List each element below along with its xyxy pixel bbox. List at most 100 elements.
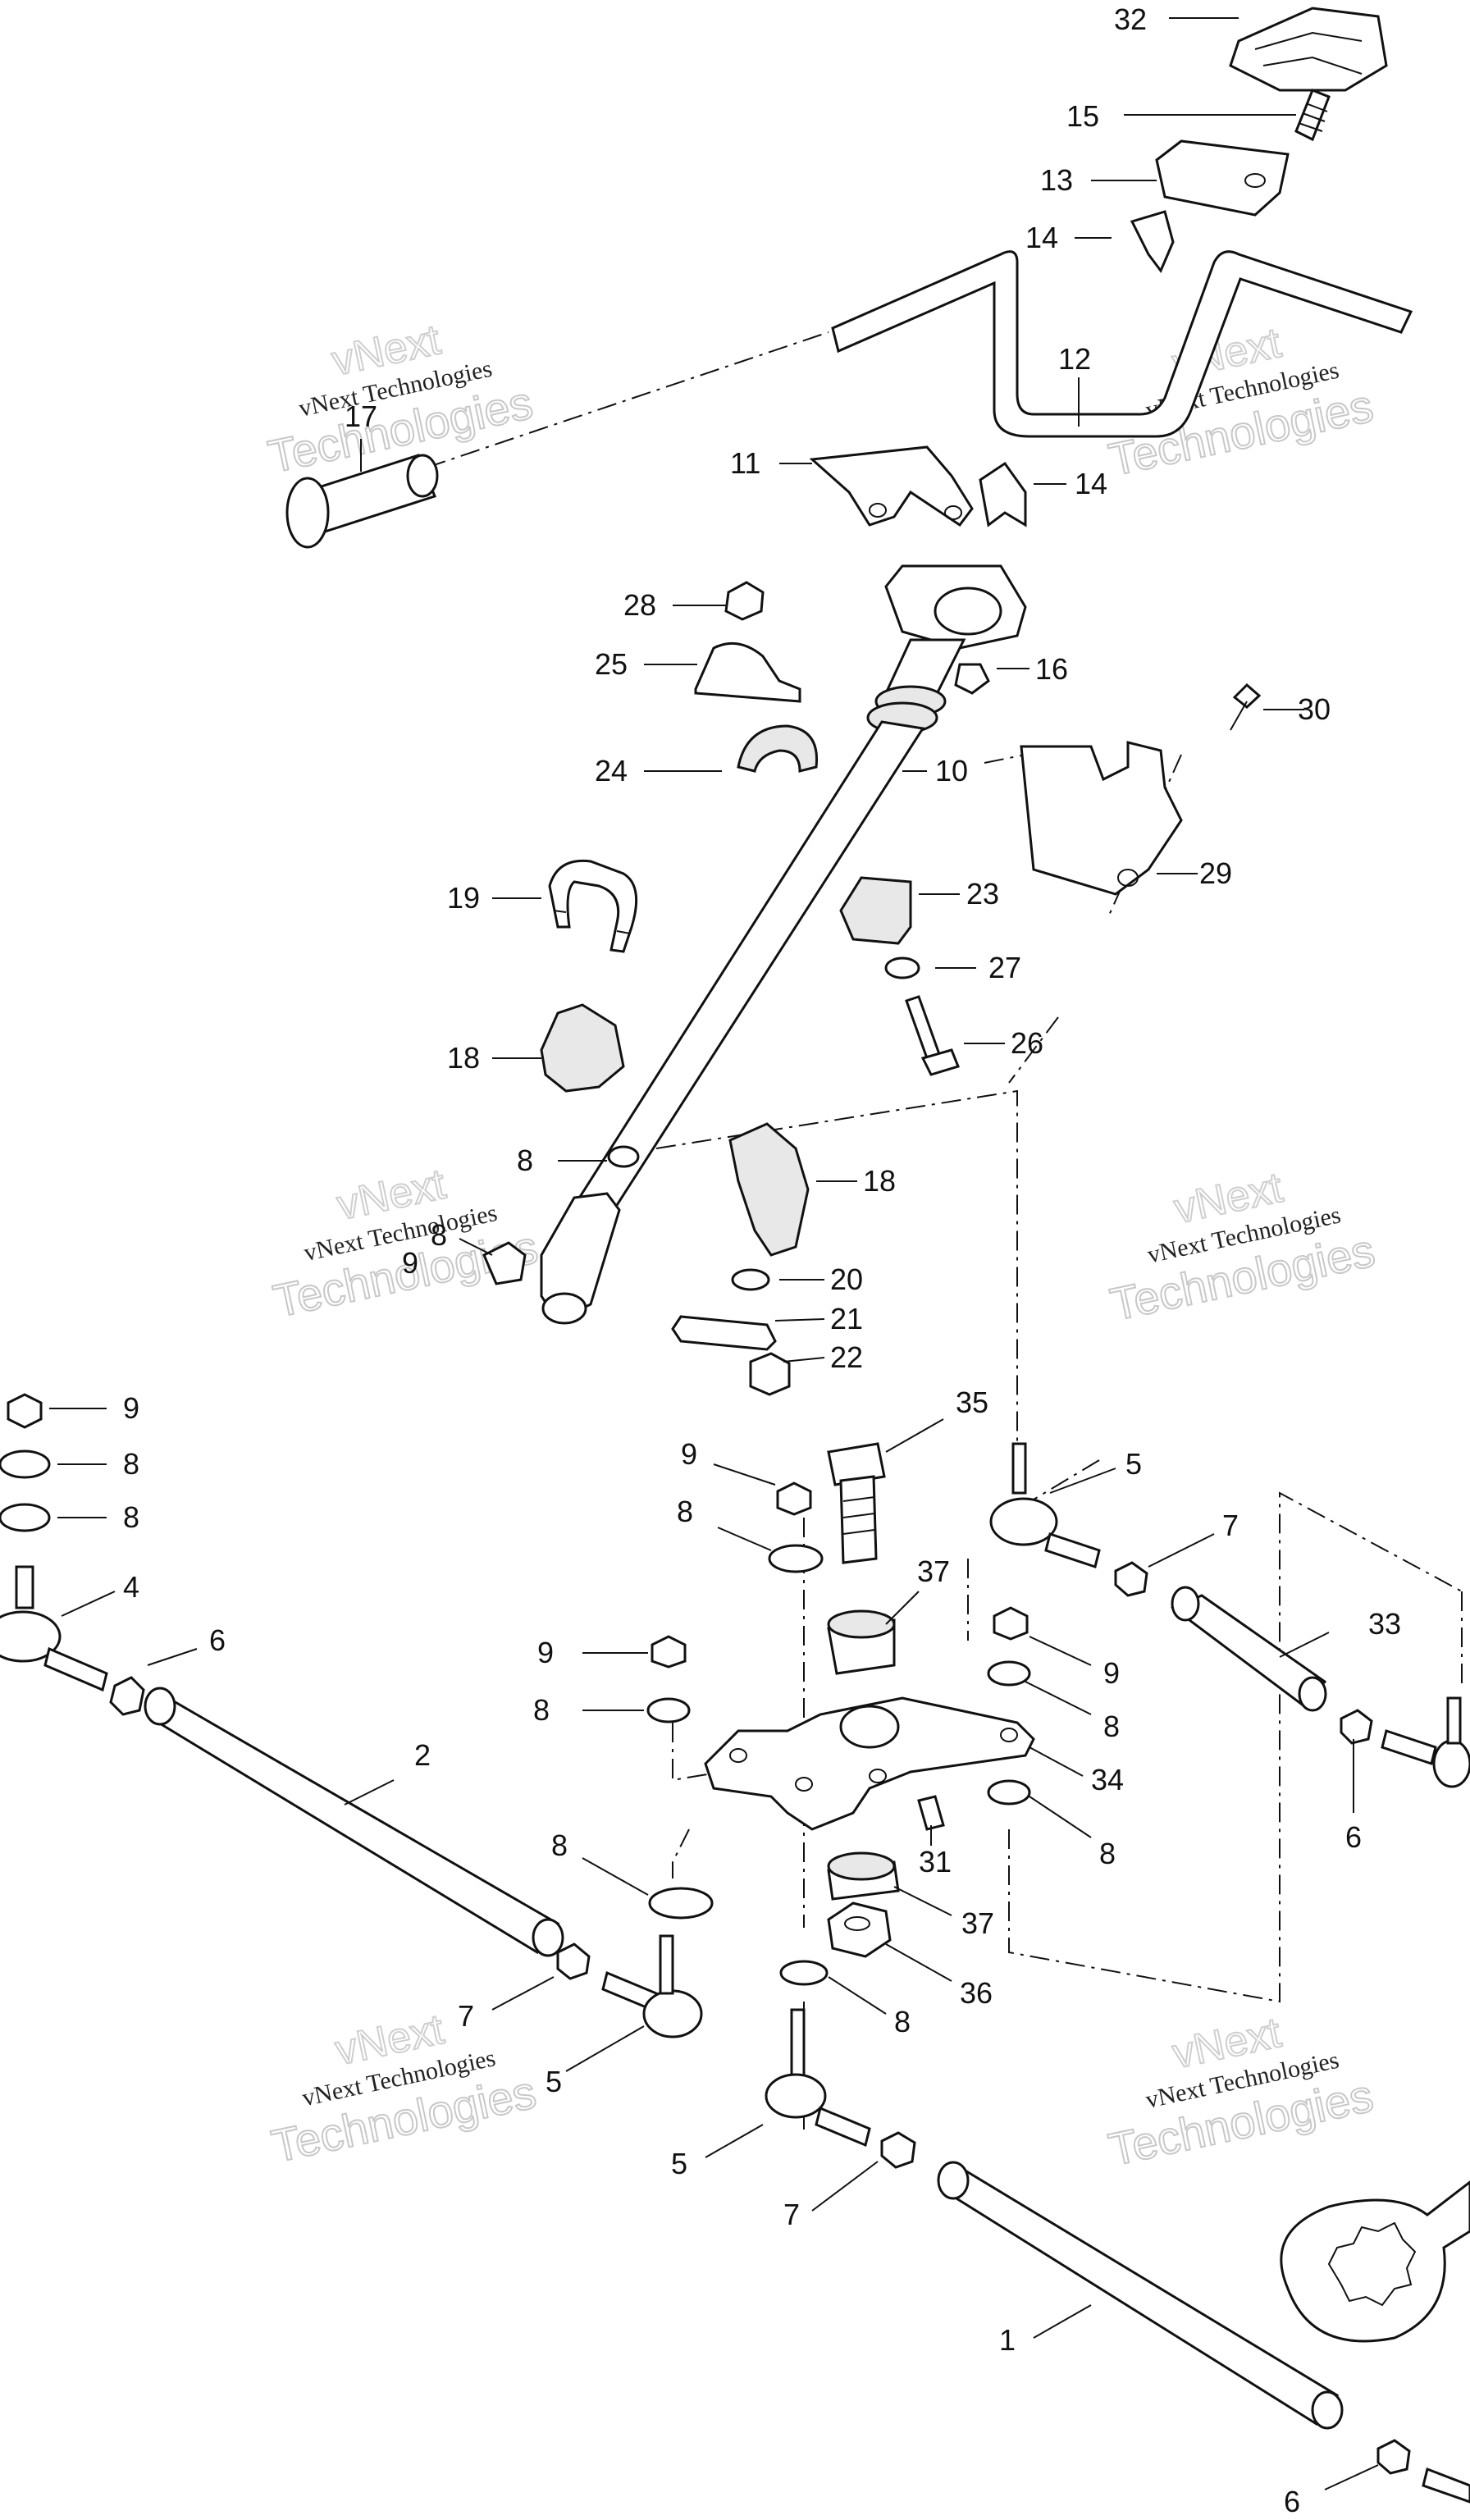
watermark-mid-left: vNext vNext Technologies Technologies xyxy=(268,1160,543,1328)
nut-7-left xyxy=(556,1942,591,1980)
callout-label: 10 xyxy=(935,754,968,788)
nut-7-right xyxy=(1114,1561,1148,1597)
washer-20 xyxy=(731,1268,770,1291)
left-hardware-stack xyxy=(0,1393,51,1532)
callout-label: 9 xyxy=(402,1246,418,1280)
callout-label: 34 xyxy=(1091,1763,1124,1796)
rod-end-5-right xyxy=(989,1442,1101,1568)
bolt-26 xyxy=(905,995,961,1076)
callout-label: 8 xyxy=(551,1828,568,1862)
callout-label: 23 xyxy=(966,877,999,911)
callout-label: 36 xyxy=(960,1976,993,2010)
callout-label: 14 xyxy=(1075,467,1107,500)
callout-label: 8 xyxy=(1099,1837,1116,1870)
saddle-25 xyxy=(694,641,801,703)
callout-label: 1 xyxy=(999,2323,1016,2357)
watermark-top-left: vNext vNext Technologies Technologies xyxy=(263,315,538,483)
callout-label: 35 xyxy=(956,1386,988,1419)
nut-9-mid xyxy=(651,1635,687,1669)
watermark-mid-right: vNext vNext Technologies Technologies xyxy=(1105,1163,1380,1331)
spacer-33 xyxy=(1171,1586,1327,1712)
callout-label: 26 xyxy=(1011,1026,1043,1060)
plate-11 xyxy=(809,445,974,527)
callout-label: 6 xyxy=(1284,2485,1300,2518)
rod-end-5-bottom xyxy=(765,2008,871,2148)
clip-14-upper xyxy=(1130,210,1175,273)
handlebar-12 xyxy=(831,250,1413,438)
callout-label: 37 xyxy=(961,1906,994,1940)
callout-label: 12 xyxy=(1058,342,1091,376)
bushing-23 xyxy=(839,876,912,945)
washer-8-bottom xyxy=(779,1960,829,1986)
pin-17 xyxy=(285,454,439,549)
nut-9-top xyxy=(776,1481,812,1516)
watermark-bottom-left: vNext vNext Technologies Technologies xyxy=(267,2005,541,2173)
bracket-32 xyxy=(1229,7,1388,92)
callout-label: 8 xyxy=(431,1218,447,1252)
washer-8-top xyxy=(768,1544,824,1573)
callout-label: 33 xyxy=(1368,1607,1401,1641)
callout-label: 19 xyxy=(447,881,480,915)
rod-2 xyxy=(144,1687,564,1957)
ubolt-19 xyxy=(548,859,638,953)
callout-label: 6 xyxy=(1345,1820,1362,1854)
callout-label: 8 xyxy=(517,1144,533,1177)
callout-label: 5 xyxy=(671,2147,687,2180)
callout-label: 4 xyxy=(123,1570,139,1604)
watermark-top-right: vNext vNext Technologies Technologies xyxy=(1103,318,1378,486)
callout-label: 29 xyxy=(1199,856,1232,890)
callout-label: 18 xyxy=(863,1164,896,1198)
callout-label: 9 xyxy=(1103,1656,1120,1690)
callout-label: 2 xyxy=(414,1738,431,1772)
bolt-15 xyxy=(1294,89,1331,142)
callout-label: 8 xyxy=(677,1495,693,1528)
callout-label: 6 xyxy=(209,1623,226,1657)
watermark-bottom-right: vNext vNext Technologies Technologies xyxy=(1103,2008,1378,2176)
upright-bracket-29 xyxy=(1020,741,1183,896)
callout-label: 8 xyxy=(894,2005,911,2038)
callout-label: 5 xyxy=(1125,1447,1142,1481)
nut-6-left xyxy=(109,1676,145,1716)
bolt-30 xyxy=(1230,682,1262,731)
callout-label: 31 xyxy=(919,1845,952,1879)
callout-labels: 32 15 13 14 12 17 11 14 28 16 25 24 10 3… xyxy=(123,2,1401,2518)
clamp-13 xyxy=(1155,139,1290,217)
leader-lines xyxy=(49,17,1379,2490)
bracket-21 xyxy=(671,1315,777,1351)
nut-36 xyxy=(827,1901,892,1958)
bushing-18-left xyxy=(540,1003,625,1093)
callout-label: 14 xyxy=(1025,221,1058,254)
callout-label: 9 xyxy=(123,1391,139,1425)
washer-8-right-b xyxy=(987,1779,1031,1806)
callout-label: 8 xyxy=(1103,1710,1120,1743)
washer-27 xyxy=(884,956,920,979)
bolt-35 xyxy=(827,1442,886,1564)
rod-end-5-left xyxy=(601,1934,703,2038)
callout-label: 15 xyxy=(1066,99,1099,133)
callout-label: 22 xyxy=(830,1340,863,1374)
wrench-ring xyxy=(1280,2180,1470,2343)
washer-8-right-a xyxy=(987,1660,1031,1687)
callout-label: 5 xyxy=(546,2065,562,2098)
pitman-arm-34 xyxy=(704,1696,1035,1831)
rod-end-4 xyxy=(0,1565,108,1692)
nut-9-right xyxy=(993,1606,1029,1641)
callout-label: 7 xyxy=(783,2198,800,2231)
callout-label: 7 xyxy=(1222,1509,1239,1542)
clip-14-lower xyxy=(979,461,1027,527)
callout-label: 16 xyxy=(1035,652,1068,686)
callout-label: 8 xyxy=(123,1500,139,1534)
washer-8-lower-left xyxy=(648,1887,714,1920)
nut-7-bottom xyxy=(880,2131,916,2169)
callout-label: 27 xyxy=(988,951,1021,984)
callout-label: 28 xyxy=(623,588,656,622)
callout-label: 17 xyxy=(345,399,377,433)
callout-label: 8 xyxy=(533,1693,550,1727)
callout-label: 32 xyxy=(1114,2,1147,36)
bushing-24 xyxy=(737,724,819,773)
callout-label: 7 xyxy=(458,1999,474,2033)
callout-label: 24 xyxy=(595,754,628,788)
callout-label: 30 xyxy=(1298,692,1331,726)
bushing-18-right xyxy=(728,1122,810,1257)
